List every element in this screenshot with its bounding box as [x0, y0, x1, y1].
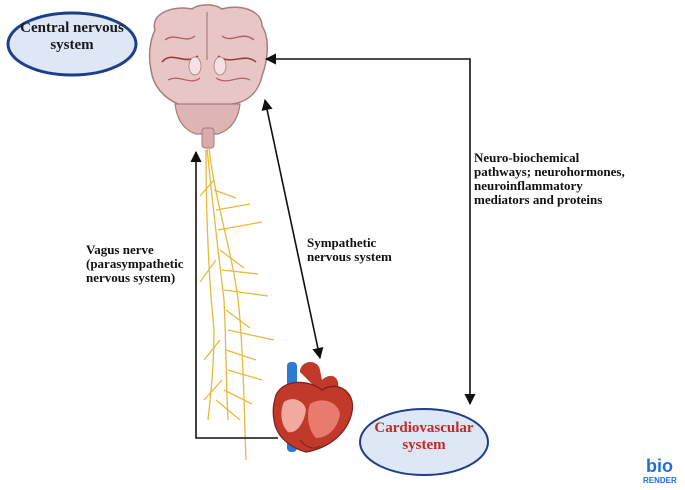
nerve-icon: [199, 147, 275, 461]
sympathetic-label-line1: Sympathetic: [307, 235, 377, 250]
neuro-label-line3: neuroinflammatory: [474, 178, 583, 194]
cns-label-line1: Central nervous: [20, 20, 124, 36]
sympathetic-arrow: [261, 98, 324, 360]
neuro-label-line4: mediators and proteins: [474, 192, 603, 208]
cns-node-shape: [6, 11, 138, 77]
cardio-label-line1: Cardiovascular: [374, 420, 474, 436]
logo-bottom-text: RENDER: [643, 476, 677, 485]
neuro-biochemical-arrow: [264, 53, 476, 406]
cns-node-label: Central nervous system: [8, 20, 136, 55]
vagus-nerve-label: Vagus nerve (parasympathetic nervous sys…: [86, 242, 184, 286]
cardio-label-line2: system: [402, 437, 446, 454]
vagus-label-line2: (parasympathetic: [86, 256, 184, 272]
brain-icon: [148, 4, 268, 149]
sympathetic-label-line2: nervous system: [307, 249, 392, 265]
cns-label-line2: system: [50, 37, 94, 54]
neuro-label-line1: Neuro-biochemical: [474, 150, 580, 165]
vagus-label-line3: nervous system): [86, 270, 176, 286]
vagus-arrow: [190, 150, 278, 439]
heart-icon: [272, 361, 354, 453]
cardio-node-label: Cardiovascular system: [360, 420, 488, 455]
neuro-biochemical-label: Neuro-biochemical pathways; neurohormone…: [474, 150, 625, 208]
vagus-label-line1: Vagus nerve: [86, 242, 154, 257]
neuro-label-line2: pathways; neurohormones,: [474, 164, 625, 180]
logo-top-text: bio: [646, 456, 673, 476]
cardio-node-shape: [359, 408, 489, 476]
biorender-logo: bio RENDER: [643, 456, 683, 488]
sympathetic-label: Sympathetic nervous system: [307, 235, 392, 265]
